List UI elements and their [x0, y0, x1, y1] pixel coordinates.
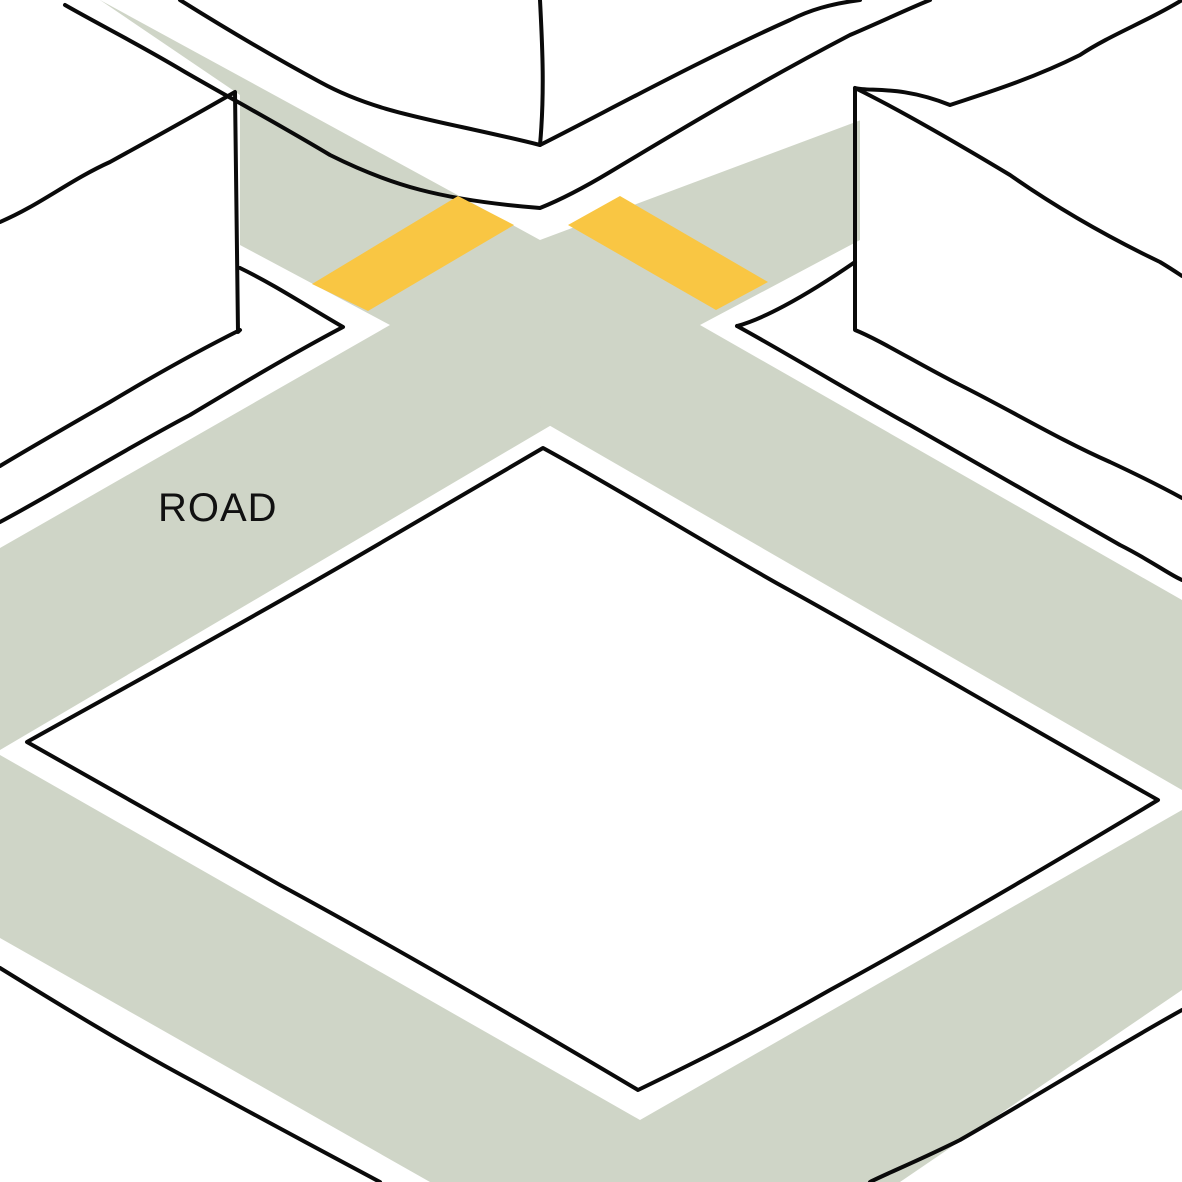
road-lower-band	[0, 755, 1182, 1182]
block-top-center	[63, 0, 932, 210]
block-top-left-front	[0, 266, 345, 524]
block-top-left	[0, 90, 242, 468]
block-top-center-inner	[178, 0, 862, 147]
block-top-center-spine	[538, 0, 545, 147]
top-center-divider	[100, 0, 1182, 240]
crosswalks	[312, 196, 768, 311]
crosswalk-left	[312, 196, 514, 311]
crosswalk-right	[568, 196, 768, 310]
block-bottom-left	[0, 966, 382, 1182]
block-top-right-front	[735, 260, 1182, 582]
road-label: ROAD	[158, 486, 278, 530]
block-top-right-edge	[853, 86, 1182, 278]
road-upper-right-segment	[540, 0, 1182, 790]
central-block	[25, 446, 1160, 1092]
block-bottom-right	[868, 1008, 1182, 1182]
road-upper-left-segment	[0, 0, 560, 750]
